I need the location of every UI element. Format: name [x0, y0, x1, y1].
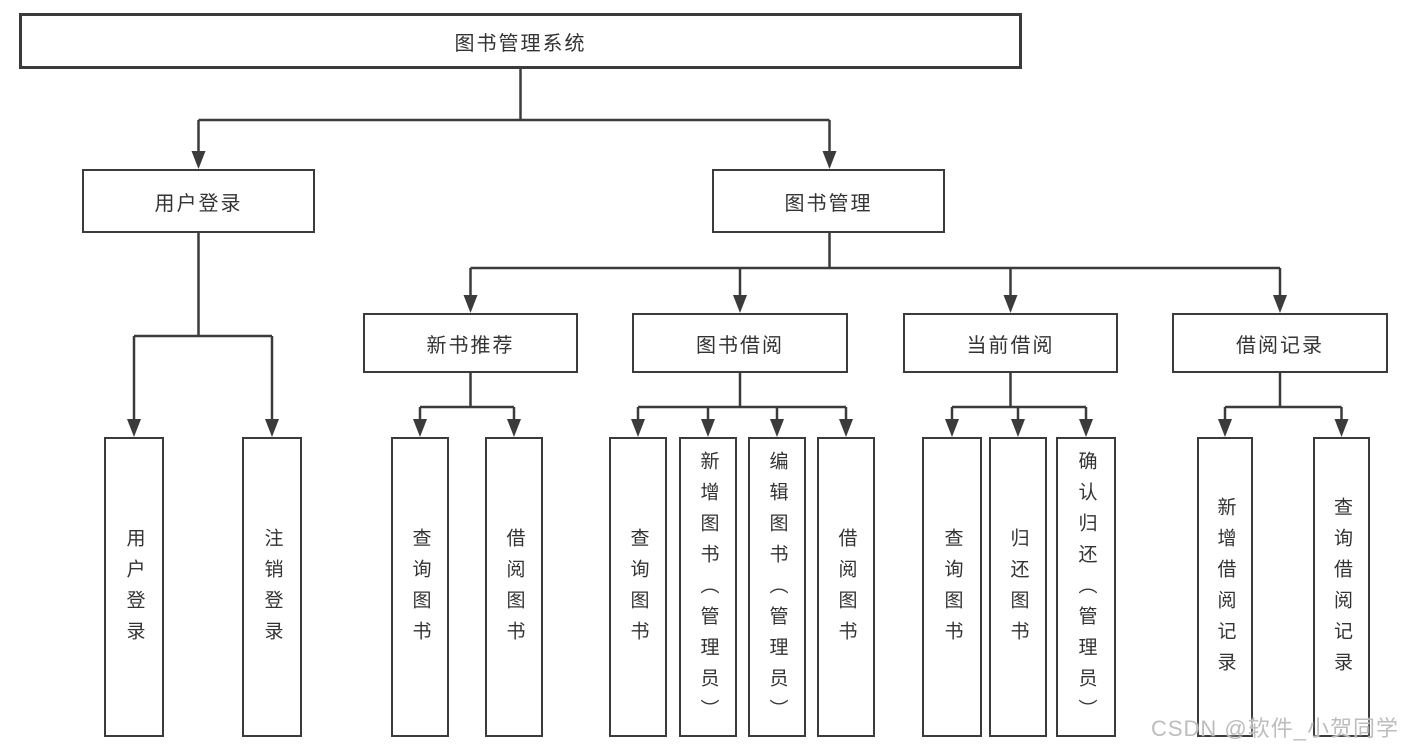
node-label: 当前借阅	[966, 334, 1055, 357]
node-label: 借阅记录	[1236, 334, 1324, 357]
leaf-add-books-admin: 新增图书（管理员）	[679, 437, 737, 737]
node-label: 借阅图书	[835, 528, 857, 652]
node-label: 用户登录	[154, 192, 243, 215]
leaf-borrow-books-recommend: 借阅图书	[485, 437, 543, 737]
node-label: 新增图书（管理员）	[697, 450, 719, 730]
node-label: 图书借阅	[696, 334, 784, 357]
leaf-query-books-current: 查询图书	[922, 437, 982, 737]
node-book-borrowing: 图书借阅	[632, 313, 848, 373]
node-user-login-branch: 用户登录	[82, 169, 315, 233]
node-label: 查询图书	[941, 528, 963, 652]
leaf-user-login: 用户登录	[104, 437, 164, 737]
node-label: 查询借阅记录	[1331, 497, 1352, 683]
node-label: 新增借阅记录	[1214, 497, 1236, 683]
leaf-confirm-return-admin: 确认归还（管理员）	[1056, 437, 1116, 737]
leaf-edit-books-admin: 编辑图书（管理员）	[748, 437, 806, 737]
leaf-borrow-books-borrowing: 借阅图书	[817, 437, 875, 737]
node-label: 查询图书	[409, 528, 431, 652]
leaf-logout-login: 注销登录	[242, 437, 302, 737]
node-label: 编辑图书（管理员）	[766, 450, 788, 730]
leaf-return-books: 归还图书	[989, 437, 1047, 737]
node-label: 借阅图书	[503, 528, 525, 652]
node-label: 确认归还（管理员）	[1075, 450, 1097, 730]
node-book-management: 图书管理	[712, 169, 945, 233]
node-label: 用户登录	[123, 528, 145, 652]
node-label: 新书推荐	[426, 334, 515, 357]
leaf-query-books-borrowing: 查询图书	[609, 437, 667, 737]
watermark: CSDN @软件_小贺同学	[1150, 716, 1399, 741]
node-label: 注销登录	[261, 528, 283, 652]
node-new-book-recommendation: 新书推荐	[363, 313, 578, 373]
node-label: 图书管理	[784, 192, 873, 215]
leaf-query-books-recommend: 查询图书	[391, 437, 449, 737]
node-label: 归还图书	[1007, 528, 1029, 652]
leaf-query-borrowing-record: 查询借阅记录	[1313, 437, 1370, 737]
node-label: 查询图书	[627, 528, 649, 652]
node-borrowing-records: 借阅记录	[1172, 313, 1388, 373]
node-library-system: 图书管理系统	[19, 13, 1022, 69]
leaf-add-borrowing-record: 新增借阅记录	[1197, 437, 1253, 737]
node-current-borrowing: 当前借阅	[903, 313, 1118, 373]
node-label: 图书管理系统	[454, 32, 587, 55]
